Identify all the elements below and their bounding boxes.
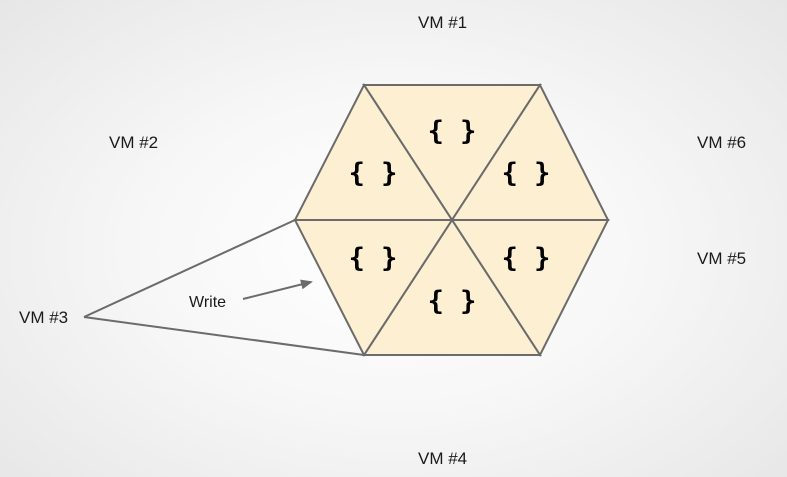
vm6-label: VM #6 (697, 133, 747, 152)
write-arrow (242, 279, 313, 300)
vm3-connector-bottom (83, 316, 365, 356)
vm3-label: VM #3 (19, 308, 69, 327)
vm3-connector-top (83, 219, 296, 318)
hex-slice-upper-left (293, 83, 454, 221)
slice-symbol-lower-right: { } (502, 243, 551, 274)
vm2-label: VM #2 (109, 133, 159, 152)
vm4-label: VM #4 (418, 449, 468, 468)
slice-symbol-lower-left: { } (349, 243, 398, 274)
slice-symbol-bottom: { } (428, 286, 477, 317)
slice-symbol-upper-left: { } (349, 158, 398, 189)
write-label: Write (189, 294, 226, 311)
slice-symbol-top: { } (428, 116, 477, 147)
slice-symbol-upper-right: { } (502, 158, 551, 189)
vm5-label: VM #5 (697, 249, 747, 268)
vm1-label: VM #1 (418, 13, 468, 32)
